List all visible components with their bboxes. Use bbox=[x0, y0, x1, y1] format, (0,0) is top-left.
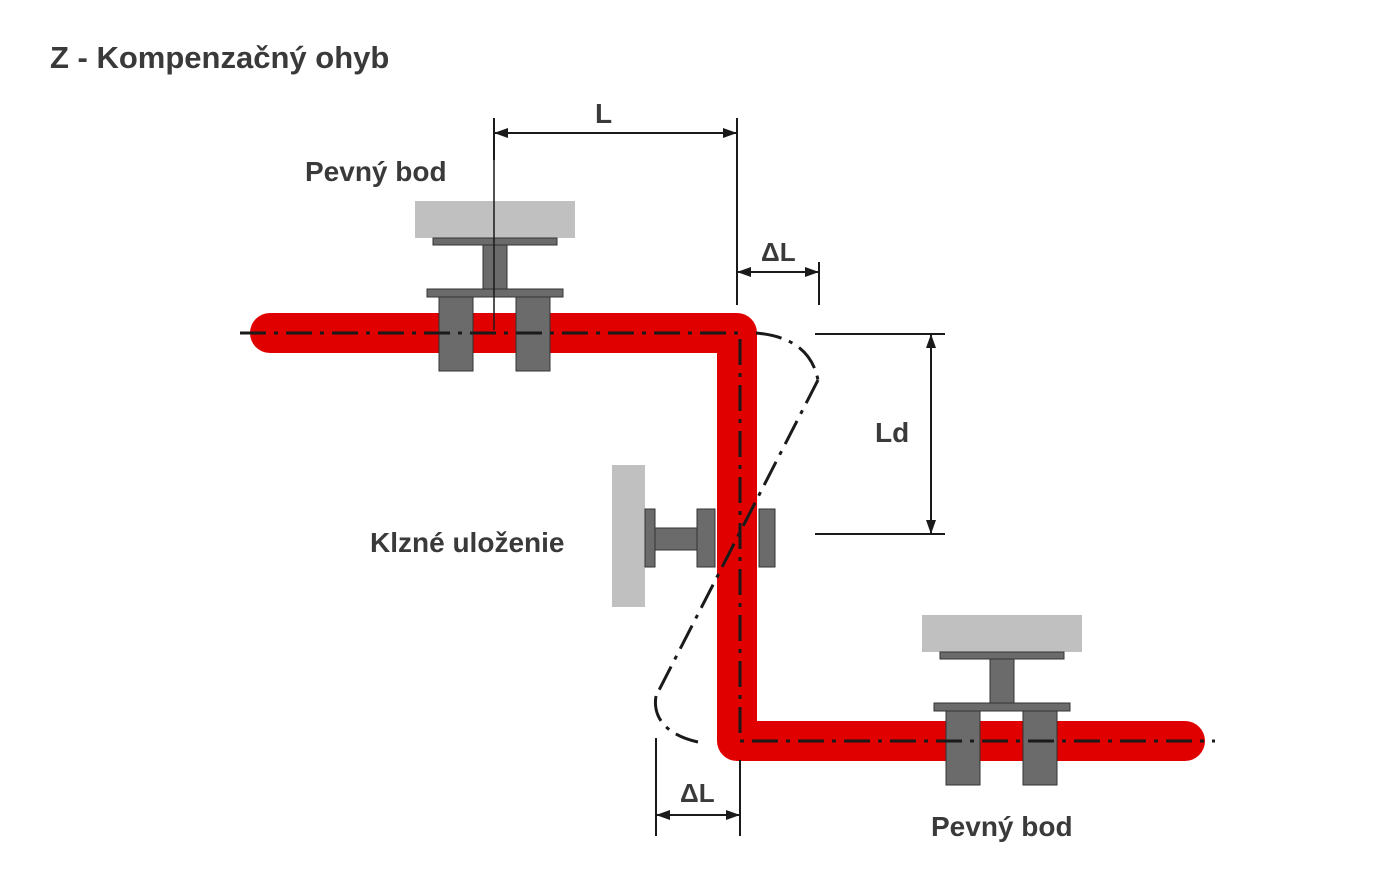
label-sliding-support: Klzné uloženie bbox=[370, 527, 564, 558]
deflected-pipe-shape bbox=[653, 331, 820, 744]
label-deflection-length: Ld bbox=[875, 417, 909, 448]
label-fixed-point-bottom: Pevný bod bbox=[931, 811, 1073, 842]
label-length: L bbox=[595, 98, 612, 129]
page-title: Z - Kompenzačný ohyb bbox=[50, 40, 389, 75]
label-delta-bottom: ΔL bbox=[680, 778, 715, 808]
fixed-point-support-top bbox=[415, 201, 575, 298]
sliding-support-wall bbox=[612, 465, 699, 607]
label-fixed-point-top: Pevný bod bbox=[305, 156, 447, 187]
label-delta-top: ΔL bbox=[761, 237, 796, 267]
fixed-point-clamps-top bbox=[438, 296, 551, 372]
pipe-centerline bbox=[240, 331, 1215, 743]
fixed-point-clamps-bottom bbox=[945, 710, 1058, 786]
sliding-support-clamps bbox=[696, 508, 776, 568]
dimension-arrowheads bbox=[494, 128, 936, 820]
fixed-point-support-bottom bbox=[922, 615, 1082, 712]
